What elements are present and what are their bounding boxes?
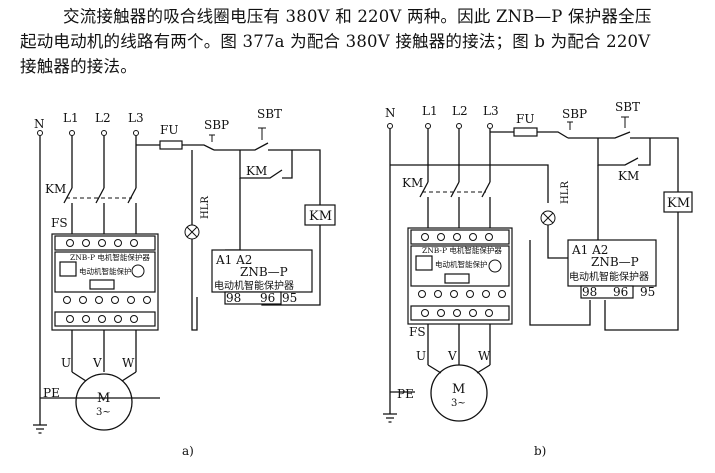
protector-model-b: ZNB—P <box>591 255 639 269</box>
terminal-98-b: 98 <box>582 285 597 299</box>
motor-w-label: W <box>122 356 135 370</box>
protector-name-b: 电动机智能保护器 <box>569 270 649 283</box>
figure-b: N L1 L2 L3 FU SBP SBT KM KM <box>383 100 693 458</box>
lamp-hlr-b <box>540 210 556 226</box>
module-header-b: ZNB-P 电机智能保护器 <box>422 245 502 255</box>
km-coil-label-b: KM <box>667 196 690 211</box>
fs-module: ZNB-P 电机智能保护器 电动机智能保护 <box>51 233 159 331</box>
stop-button-symbol <box>209 134 215 142</box>
terminal-95: 95 <box>282 291 297 305</box>
motor-m-label-b: M <box>452 382 465 397</box>
neutral-line <box>39 136 160 399</box>
fs-module-b: ZNB-P 电机智能保护器 电动机智能保护 <box>407 227 513 325</box>
paragraph-line-2: 起动电动机的线路有两个。图 377a 为配合 380V 接触器的接法；图 b 为… <box>20 32 651 51</box>
ground-icon-b <box>383 392 397 423</box>
terminal-l2-label-b: L2 <box>452 104 468 118</box>
motor-phase-label-b: 3~ <box>451 398 466 409</box>
stop-button-label: SBP <box>204 118 229 132</box>
stop-button-symbol-b <box>567 121 573 130</box>
km-aux-label: KM <box>246 164 267 178</box>
supply-terminals-b <box>387 123 493 129</box>
fuse-symbol <box>159 140 183 150</box>
motor-w-label-b: W <box>478 349 491 363</box>
module-sub-b: 电动机智能保护 <box>435 259 488 269</box>
znb-p-protector-b: A1 A2 ZNB—P 电动机智能保护器 98 96 95 <box>567 239 657 299</box>
neutral-line-b <box>389 129 415 393</box>
terminal-n-label: N <box>34 117 45 131</box>
km-main-contacts <box>63 187 137 204</box>
km-main-label: KM <box>45 182 66 196</box>
pe-label-b: PE <box>397 387 414 401</box>
znb-p-protector: A1 A2 ZNB—P 电动机智能保护器 98 96 95 <box>211 249 313 305</box>
motor-m-label: M <box>97 391 110 406</box>
km-main-label-b: KM <box>402 176 423 190</box>
fuse-symbol-b <box>513 127 538 137</box>
lamp-label-b: HLR <box>560 181 571 204</box>
motor-v-label-b: V <box>447 349 457 363</box>
terminal-l1-label-b: L1 <box>422 104 438 118</box>
km-coil-label: KM <box>309 209 332 224</box>
description-paragraph: 交流接触器的吸合线圈电压有 380V 和 220V 两种。因此 ZNB—P 保护… <box>20 4 710 79</box>
terminal-l3-label-b: L3 <box>483 104 499 118</box>
terminal-n-label-b: N <box>385 106 396 120</box>
protector-model: ZNB—P <box>240 265 288 279</box>
terminal-l2-label: L2 <box>95 111 111 125</box>
paragraph-line-3: 接触器的接法。 <box>20 57 137 76</box>
terminal-98: 98 <box>226 291 241 305</box>
lamp-label: HLR <box>200 196 211 219</box>
module-sub: 电动机智能保护 <box>79 266 132 276</box>
start-button-label-b: SBT <box>615 100 640 114</box>
paragraph-line-1: 交流接触器的吸合线圈电压有 380V 和 220V 两种。因此 ZNB—P 保护… <box>63 7 652 26</box>
km-main-contacts-b <box>419 181 491 198</box>
motor-v-label: V <box>92 356 102 370</box>
pe-label: PE <box>43 386 60 400</box>
motor-icon <box>71 371 137 431</box>
phase-lines <box>71 136 137 188</box>
protector-a1a2-b: A1 A2 <box>571 243 608 257</box>
terminal-96: 96 <box>260 291 275 305</box>
km-aux-label-b: KM <box>618 169 639 183</box>
start-button-label: SBT <box>257 107 282 121</box>
fuse-label: FU <box>160 123 178 137</box>
supply-terminals <box>37 130 139 136</box>
lamp-hlr <box>184 224 200 240</box>
fs-label: FS <box>51 216 68 230</box>
motor-icon-b <box>427 364 491 422</box>
fs-label-b: FS <box>409 325 426 339</box>
motor-u-label-b: U <box>416 349 426 363</box>
fuse-label-b: FU <box>516 112 534 126</box>
stop-button-label-b: SBP <box>562 107 587 121</box>
terminal-96-b: 96 <box>613 285 628 299</box>
terminal-l3-label: L3 <box>128 111 144 125</box>
caption-a: a) <box>182 444 194 458</box>
terminal-l1-label: L1 <box>63 111 79 125</box>
start-button-symbol <box>258 127 266 140</box>
ground-icon <box>33 398 47 434</box>
caption-b: b) <box>534 444 546 458</box>
motor-u-label: U <box>61 356 71 370</box>
terminal-95-b: 95 <box>640 285 655 299</box>
figure-a: N L1 L2 L3 FU SBP SBT KM <box>33 107 336 458</box>
protector-name: 电动机智能保护器 <box>214 279 294 292</box>
module-header: ZNB-P 电机智能保护器 <box>70 252 150 262</box>
protector-a1a2: A1 A2 <box>215 253 252 267</box>
start-button-symbol-b <box>621 116 629 128</box>
motor-phase-label: 3~ <box>96 407 111 418</box>
